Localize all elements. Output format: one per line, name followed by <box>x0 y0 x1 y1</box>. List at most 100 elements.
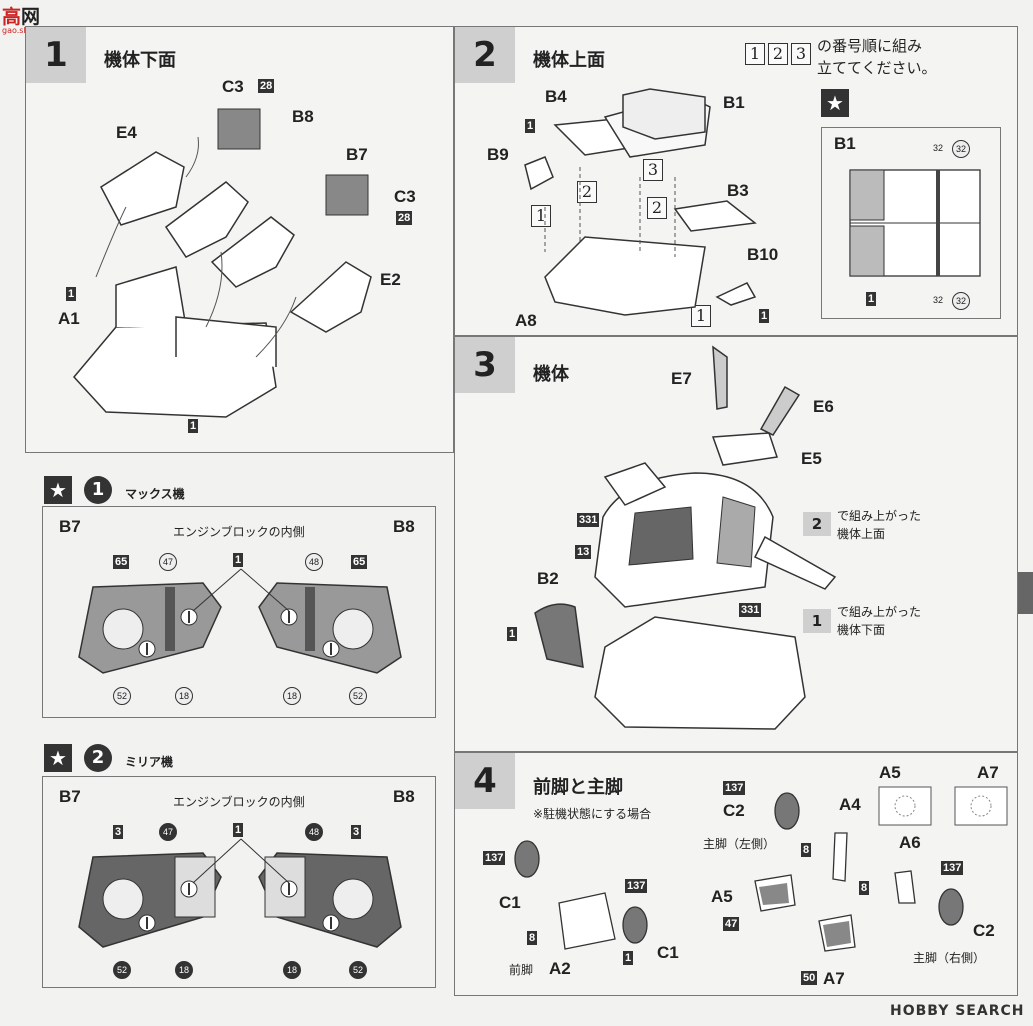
star-a-icon: ★ <box>44 476 72 504</box>
step4-label-a6: A6 <box>899 833 921 852</box>
step3-ref1-line1: で組み上がった <box>837 605 922 619</box>
star-a-n65r: 65 <box>351 555 368 569</box>
step2-title: 機体上面 <box>533 50 605 71</box>
star-a-title: マックス機 <box>125 487 185 501</box>
step1-number: 1 <box>26 27 86 83</box>
star-a-n18r: 18 <box>283 687 301 705</box>
step3-panel: 3 機体 E7 E6 E5 B2 331 13 331 1 2 で組み上がった … <box>454 336 1018 752</box>
step1-label-e4: E4 <box>116 123 137 142</box>
step4-n137a: 137 <box>723 781 746 795</box>
step4-n50: 50 <box>801 971 818 985</box>
step4-n8a: 8 <box>801 843 812 857</box>
step3-mark-1: 1 <box>507 627 518 641</box>
star-a-right: B8 <box>393 517 415 536</box>
step1-title: 機体下面 <box>104 50 176 71</box>
star-a-n1: 1 <box>233 553 244 567</box>
step3-ref2-line2: 機体上面 <box>837 527 886 541</box>
step4-label-a4: A4 <box>839 795 861 814</box>
star-b-right: B8 <box>393 787 415 806</box>
step2-detail-p1: 32 <box>932 143 943 153</box>
star-a-center: エンジンブロックの内側 <box>173 525 305 539</box>
step2-step-1a: 1 <box>531 205 551 227</box>
step2-detail-p2: 32 <box>952 140 970 158</box>
step1-panel: 1 機体下面 C3 28 B8 E4 B7 C3 28 E2 A1 1 1 <box>25 26 454 453</box>
watermark-footer: HOBBY SEARCH <box>890 1003 1025 1019</box>
step4-label-c2b: C2 <box>973 921 995 940</box>
step2-step-1b: 1 <box>691 305 711 327</box>
star-b-n47: 47 <box>159 823 177 841</box>
step4-title: 前脚と主脚 <box>533 777 623 798</box>
star-b-n1: 1 <box>233 823 244 837</box>
step4-label-c2a: C2 <box>723 801 745 820</box>
step2-detail-label: B1 <box>834 134 856 153</box>
star-b-panel: B7 B8 エンジンブロックの内側 3 47 1 48 3 52 18 18 5… <box>42 776 436 988</box>
step4-panel: 4 前脚と主脚 ※駐機状態にする場合 C2 A4 A6 A5 A7 C1 C1 … <box>454 752 1018 996</box>
step1-label-a1: A1 <box>58 309 80 328</box>
star-a-n18l: 18 <box>175 687 193 705</box>
step2-number: 2 <box>455 27 515 83</box>
step2-order-3: 3 <box>791 43 811 65</box>
step2-label-b9: B9 <box>487 145 509 164</box>
step4-label-a5: A5 <box>711 887 733 906</box>
step3-title: 機体 <box>533 364 569 385</box>
step3-num-331b: 331 <box>739 603 762 617</box>
star-b-icon: ★ <box>44 744 72 772</box>
step2-note2: 立ててください。 <box>817 59 937 77</box>
step3-ref1-line2: 機体下面 <box>837 623 886 637</box>
star-a-n47: 47 <box>159 553 177 571</box>
star-b-n18l: 18 <box>175 961 193 979</box>
step2-detail-panel: B1 32 32 32 32 1 <box>821 127 1001 319</box>
step3-ref2-box: 2 <box>803 512 831 536</box>
step3-label-e5: E5 <box>801 449 822 468</box>
step4-label-c1b: C1 <box>657 943 679 962</box>
step4-n137d: 137 <box>941 861 964 875</box>
step2-label-b4: B4 <box>545 87 567 106</box>
step4-label-a7: A7 <box>823 969 845 988</box>
step1-mark-1b: 1 <box>188 419 199 433</box>
star-b-n52l: 52 <box>113 961 131 979</box>
star-a-n52l: 52 <box>113 687 131 705</box>
step4-n137b: 137 <box>483 851 506 865</box>
page-tab <box>1018 572 1033 614</box>
star-b-left: B7 <box>59 787 81 806</box>
star-b-n48: 48 <box>305 823 323 841</box>
step4-number: 4 <box>455 753 515 809</box>
step4-caption-front: 前脚 <box>509 963 534 977</box>
step2-detail-mark: 1 <box>866 292 877 306</box>
step3-num-331a: 331 <box>577 513 600 527</box>
step2-mark-1b: 1 <box>759 309 770 323</box>
step2-label-b3: B3 <box>727 181 749 200</box>
step2-parts-drawing <box>524 88 757 316</box>
step2-label-b1: B1 <box>723 93 745 112</box>
star-b-n52r: 52 <box>349 961 367 979</box>
step4-n8c: 8 <box>527 931 538 945</box>
star-b-n3l: 3 <box>113 825 124 839</box>
step1-num-28a: 28 <box>258 79 275 93</box>
step4-label-a2: A2 <box>549 959 571 978</box>
step4-n47: 47 <box>723 917 740 931</box>
star-b-circle: 2 <box>84 744 112 772</box>
step4-caption-right: 主脚（右側） <box>913 951 986 965</box>
step3-num-13: 13 <box>575 545 592 559</box>
step2-order-2: 2 <box>768 43 788 65</box>
star-a-n52r: 52 <box>349 687 367 705</box>
step2-detail-drawing <box>849 169 981 277</box>
star-b-n18r: 18 <box>283 961 301 979</box>
step3-ref2-line1: で組み上がった <box>837 509 922 523</box>
step3-label-e7: E7 <box>671 369 692 388</box>
step2-step-2b: 2 <box>647 197 667 219</box>
step1-label-c3a: C3 <box>222 77 244 96</box>
step4-caption-left: 主脚（左側） <box>703 837 776 851</box>
step3-parts-drawing <box>534 345 837 730</box>
step2-star-icon: ★ <box>821 89 849 117</box>
step2-panel: 2 機体上面 1 2 3 の番号順に組み 立ててください。 B4 B1 B9 B… <box>454 26 1018 336</box>
step1-num-28b: 28 <box>396 211 413 225</box>
step2-label-a8: A8 <box>515 311 537 330</box>
step2-step-2a: 2 <box>577 181 597 203</box>
step3-ref1-box: 1 <box>803 609 831 633</box>
step4-label-c1a: C1 <box>499 893 521 912</box>
step2-order-1: 1 <box>745 43 765 65</box>
step1-label-b8: B8 <box>292 107 314 126</box>
step1-label-c3b: C3 <box>394 187 416 206</box>
step1-label-b7: B7 <box>346 145 368 164</box>
